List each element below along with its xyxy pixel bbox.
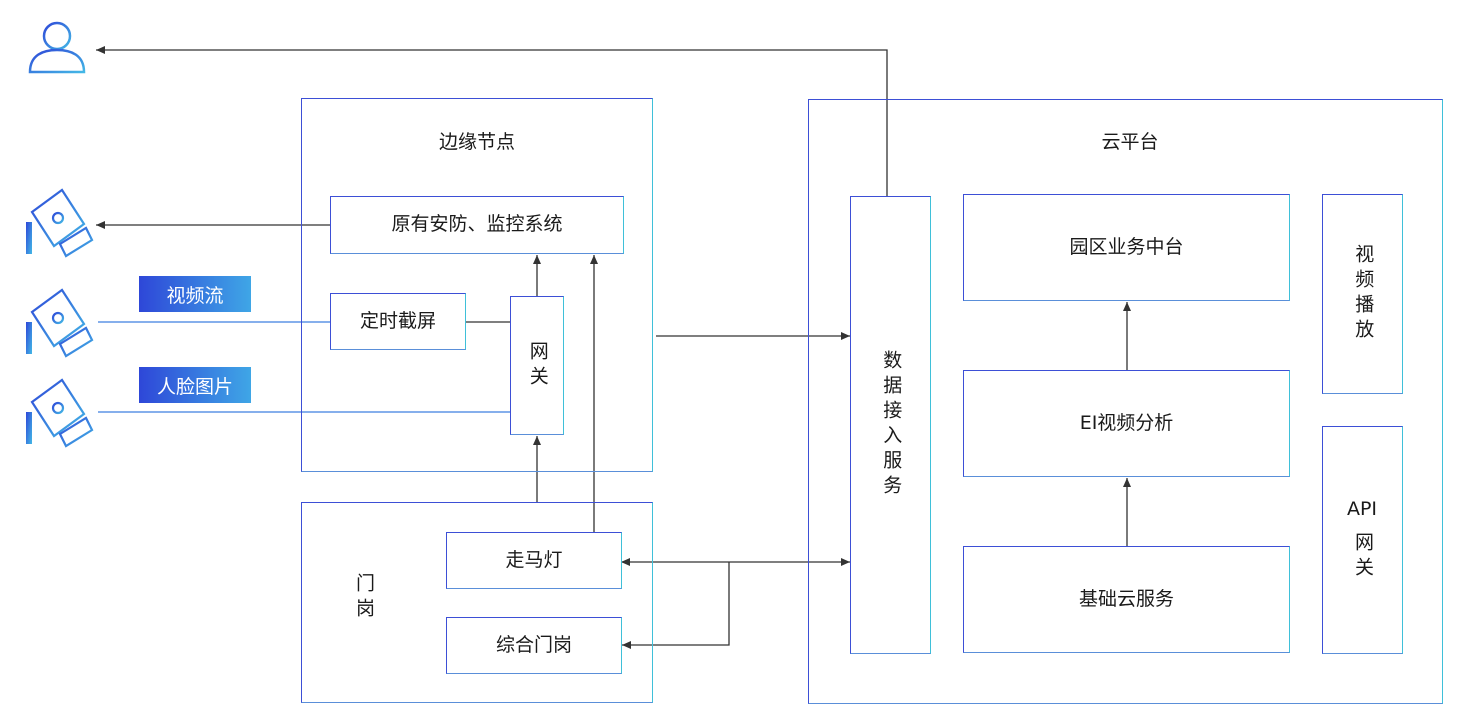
snapshot-box: 定时截屏 [330,293,466,350]
integrated-gate-box: 综合门岗 [446,617,622,674]
cloud-platform-container [808,99,1443,704]
ingest-to-user-line [96,46,888,196]
camera-icon [26,378,94,448]
cloud-platform-title: 云平台 [1101,131,1159,153]
base-cloud-service-box: 基础云服务 [963,546,1290,653]
gate-container [301,502,653,703]
gate-title: 门岗 [353,573,375,623]
park-platform-box: 园区业务中台 [963,194,1290,301]
gateway-box: 网关 [510,296,564,435]
api-gateway-label: 网关 [1352,532,1374,582]
camera-icon [26,188,94,258]
face-image-tag: 人脸图片 [139,367,251,403]
ingest-integrated-line [622,562,730,649]
edge-node-container [301,98,653,472]
ei-video-analysis-box: EI视频分析 [963,370,1290,477]
video-playback-box: 视频播放 [1322,194,1403,394]
api-label: API [1346,498,1378,520]
user-icon [24,21,90,75]
camera-icon [26,288,94,358]
marquee-box: 走马灯 [446,532,622,589]
data-ingest-box: 数据接入服务 [850,196,931,654]
api-gateway-box: API 网关 [1322,426,1403,654]
security-system-box: 原有安防、监控系统 [330,196,624,254]
video-stream-tag: 视频流 [139,276,251,312]
edge-node-title: 边缘节点 [438,131,515,153]
